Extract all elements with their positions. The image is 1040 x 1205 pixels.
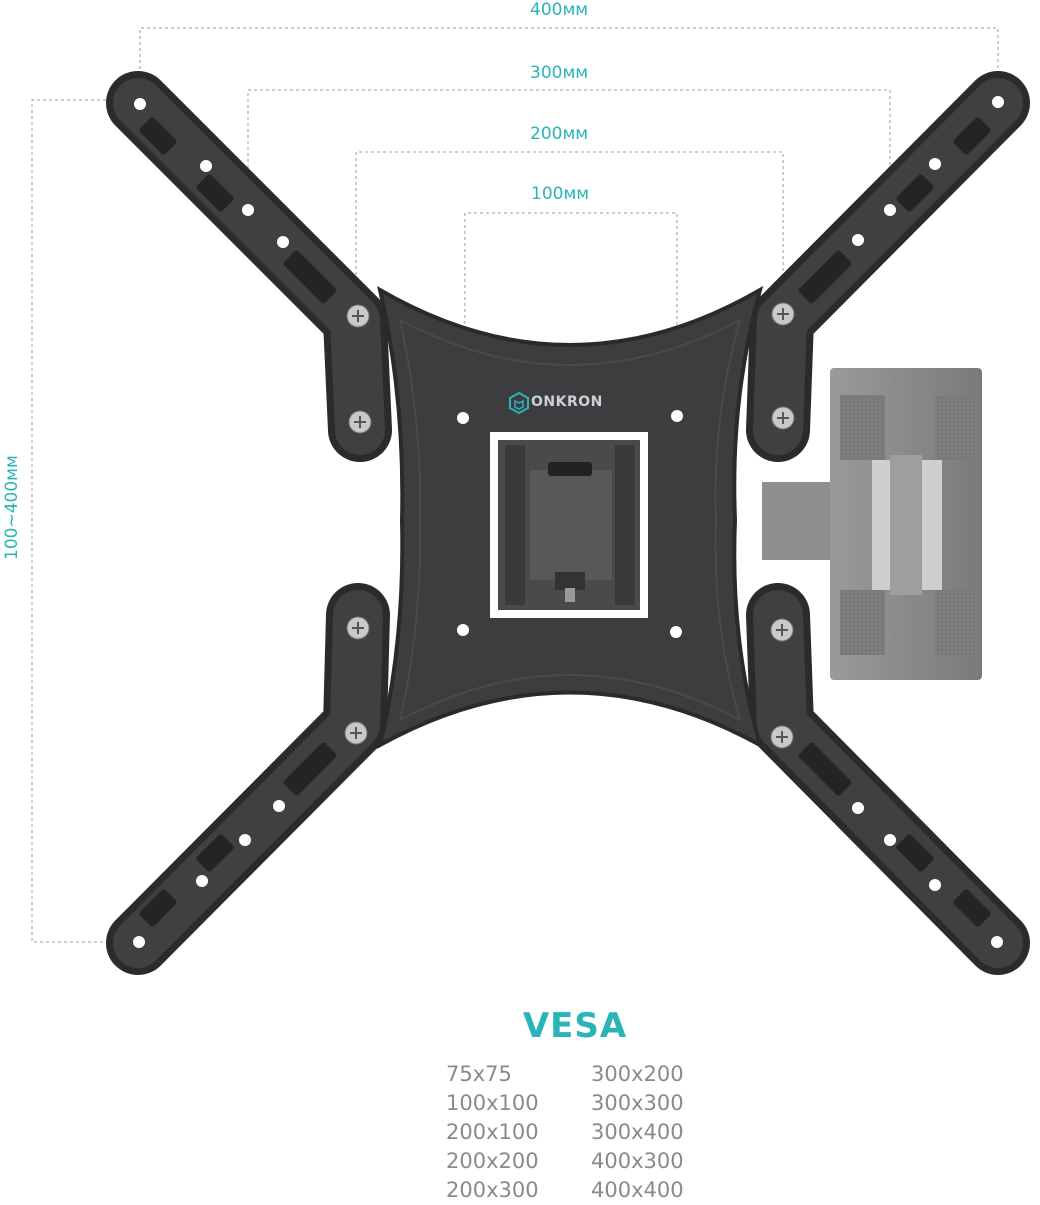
dimension-label-100: 100мм [531, 184, 590, 204]
vesa-item: 400x300 [591, 1149, 684, 1173]
brand: ONKRON [531, 394, 603, 410]
dimension-label-200: 200мм [530, 124, 589, 144]
brand-logo-mark [509, 391, 529, 415]
tilt-bracket [490, 432, 648, 618]
dimension-label-400: 400мм [530, 0, 589, 20]
brand-name: ONKRON [531, 394, 603, 410]
vesa-item: 200x200 [446, 1149, 539, 1173]
vesa-item: 100x100 [446, 1091, 539, 1115]
swing-arm [762, 368, 982, 680]
mount-holes [133, 96, 1004, 948]
vesa-list-column-1: 75x75 100x100 200x100 200x200 200x300 [446, 1060, 539, 1205]
vesa-item: 300x200 [591, 1062, 684, 1086]
plate-holes [457, 410, 683, 638]
vesa-item: 200x100 [446, 1120, 539, 1144]
vesa-item: 200x300 [446, 1178, 539, 1202]
vesa-item: 75x75 [446, 1062, 512, 1086]
vesa-item: 300x400 [591, 1120, 684, 1144]
arm-slots [139, 117, 991, 927]
screws [344, 302, 795, 749]
vesa-item: 300x300 [591, 1091, 684, 1115]
vesa-title: VESA [522, 1006, 628, 1046]
dimension-label-vertical: 100~400мм [2, 455, 22, 560]
vesa-list-column-2: 300x200 300x300 300x400 400x300 400x400 [591, 1060, 684, 1205]
dimension-label-300: 300мм [530, 63, 589, 83]
vesa-item: 400x400 [591, 1178, 684, 1202]
dimension-guides [31, 27, 999, 943]
